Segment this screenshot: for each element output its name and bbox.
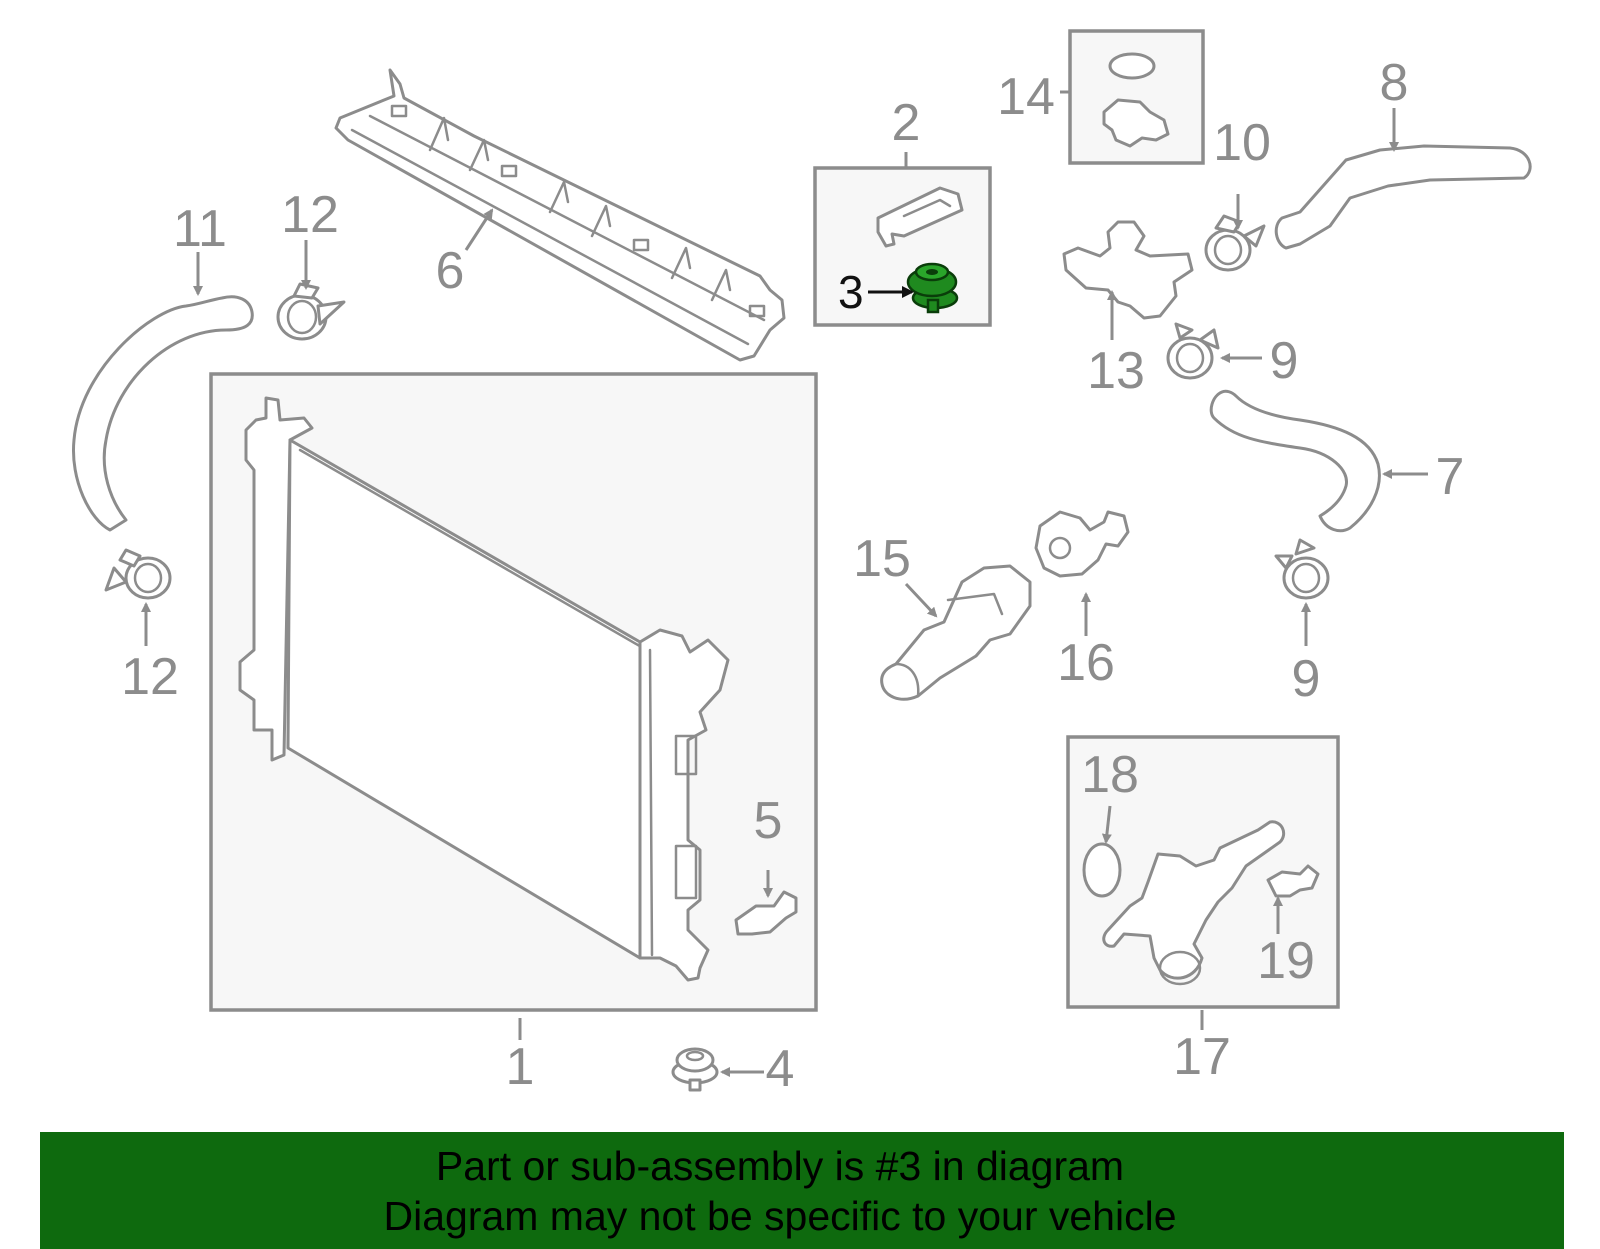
callout-1: 1 bbox=[506, 1038, 535, 1096]
clip-box bbox=[813, 166, 992, 327]
clamp-part-9-upper bbox=[1166, 322, 1220, 380]
callout-19: 19 bbox=[1257, 932, 1315, 990]
callout-12-lower: 12 bbox=[121, 648, 179, 706]
callout-4: 4 bbox=[766, 1040, 795, 1098]
clamp-part-10 bbox=[1204, 214, 1266, 272]
callout-14: 14 bbox=[997, 68, 1055, 126]
sensor-part-19 bbox=[1266, 864, 1320, 898]
hose-part-8 bbox=[1274, 144, 1532, 250]
cap-group-box bbox=[1068, 29, 1205, 165]
thermostat-part-16 bbox=[1034, 510, 1130, 578]
info-banner: Part or sub-assembly is #3 in diagram Di… bbox=[40, 1132, 1564, 1249]
callout-11: 11 bbox=[173, 200, 227, 258]
callout-12-upper: 12 bbox=[281, 186, 339, 244]
o-ring-part-18 bbox=[1082, 842, 1122, 898]
hose-part-7 bbox=[1209, 389, 1381, 533]
callout-16: 16 bbox=[1057, 634, 1115, 692]
radiator-right-tank bbox=[638, 628, 730, 982]
bracket-part-2 bbox=[876, 186, 964, 248]
upper-hose-part-11 bbox=[71, 295, 254, 532]
thermostat-housing-part-15 bbox=[880, 564, 1032, 701]
clamp-part-9-lower bbox=[1274, 538, 1330, 600]
callout-9-upper: 9 bbox=[1270, 332, 1299, 390]
cap-o-ring bbox=[1108, 52, 1156, 80]
callout-18: 18 bbox=[1081, 746, 1139, 804]
callout-6: 6 bbox=[436, 242, 465, 300]
clamp-part-12-lower bbox=[104, 548, 172, 600]
banner-line-2: Diagram may not be specific to your vehi… bbox=[383, 1193, 1177, 1239]
clip-group-box bbox=[813, 166, 992, 327]
sensor-part-5 bbox=[734, 890, 798, 936]
callout-3: 3 bbox=[838, 266, 864, 318]
callout-7: 7 bbox=[1436, 448, 1465, 506]
callout-9-lower: 9 bbox=[1292, 650, 1321, 708]
highlighted-clip-part-3 bbox=[906, 262, 959, 314]
upper-cover-panel bbox=[334, 68, 786, 362]
clamp-part-12-upper bbox=[276, 282, 346, 341]
clip-part-4 bbox=[671, 1047, 719, 1092]
bracket-part-13 bbox=[1062, 220, 1194, 320]
outlet-group-box bbox=[1066, 735, 1340, 1009]
water-outlet-part-17 bbox=[1102, 820, 1286, 980]
callout-5: 5 bbox=[754, 792, 783, 850]
callout-10: 10 bbox=[1213, 114, 1271, 172]
pressure-cap bbox=[1102, 98, 1170, 148]
banner-line-1: Part or sub-assembly is #3 in diagram bbox=[435, 1143, 1125, 1189]
radiator-group bbox=[209, 372, 818, 1012]
callout-15: 15 bbox=[853, 530, 911, 588]
radiator-left-tank bbox=[238, 396, 314, 762]
callout-17: 17 bbox=[1173, 1028, 1231, 1086]
callout-8: 8 bbox=[1380, 54, 1409, 112]
callout-2: 2 bbox=[892, 94, 921, 152]
callout-13: 13 bbox=[1087, 342, 1145, 400]
